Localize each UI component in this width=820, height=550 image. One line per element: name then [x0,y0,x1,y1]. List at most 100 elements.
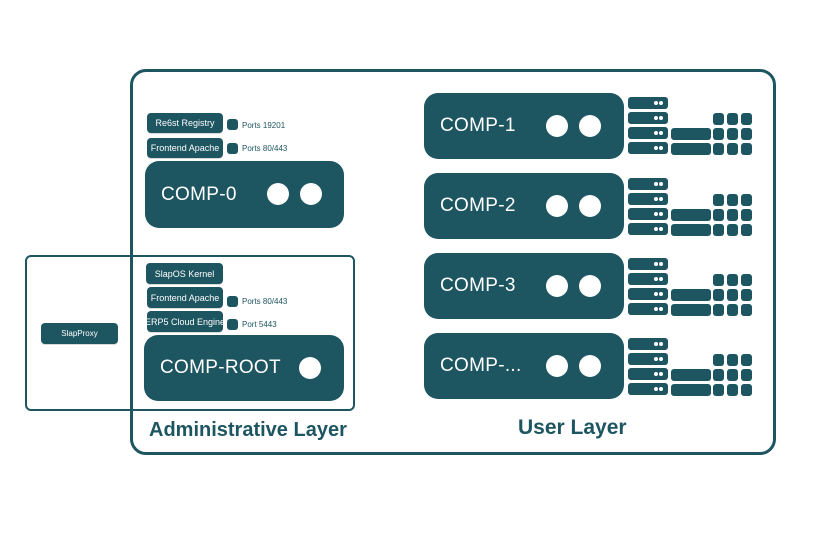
main-frame [130,69,776,455]
rack-cell [713,209,724,221]
rack-cell [741,289,752,301]
rack-cell [727,143,738,155]
rack-cell [727,304,738,316]
indicator-icon [579,275,601,297]
rack-cell [727,384,738,396]
indicator-icon [546,115,568,137]
rack-bar [671,209,711,221]
rack-cell [741,224,752,236]
comp-1-node: COMP-1 [424,93,624,159]
server-unit [628,273,668,285]
rack-cell [727,274,738,286]
rack-bar [671,128,711,140]
service-frontend-apache: Frontend Apache [147,138,223,158]
indicator-icon [546,275,568,297]
rack-bar [671,384,711,396]
service-label: Re6st Registry [155,118,215,128]
server-unit [628,142,668,154]
comp-3-node: COMP-3 [424,253,624,319]
server-unit [628,223,668,235]
comp-label: COMP-1 [440,115,516,136]
rack-cell [713,113,724,125]
rack-cell [741,113,752,125]
port-label: Ports 80/443 [242,144,288,153]
comp-0-node: COMP-0 [145,161,344,228]
rack-cell [727,289,738,301]
rack-cell [727,113,738,125]
service-re6st-registry: Re6st Registry [147,113,223,133]
slapproxy-box: SlapProxy [41,323,118,344]
server-unit [628,353,668,365]
rack-cell [713,224,724,236]
rack-bar [671,304,711,316]
service-slapos-kernel: SlapOS Kernel [146,263,223,284]
rack-bar [671,369,711,381]
rack-cell [713,304,724,316]
indicator-icon [579,115,601,137]
rack-bar [671,289,711,301]
indicator-icon [579,355,601,377]
rack-cell [727,369,738,381]
server-unit [628,178,668,190]
service-frontend-apache-root: Frontend Apache [147,287,223,308]
rack-bar [671,143,711,155]
status-dot-icon [227,143,238,154]
rack-cell [727,354,738,366]
user-layer-label: User Layer [518,416,627,439]
administrative-layer-label: Administrative Layer [149,419,347,441]
rack-cell [741,354,752,366]
rack-cell [713,274,724,286]
rack-cell [713,369,724,381]
server-rack-icon [628,338,754,398]
rack-cell [741,128,752,140]
rack-cell [741,143,752,155]
slapproxy-frame [25,255,355,411]
comp-n-node: COMP-... [424,333,624,399]
server-unit [628,303,668,315]
server-rack-icon [628,178,754,238]
rack-cell [727,194,738,206]
rack-cell [741,369,752,381]
slapproxy-label: SlapProxy [61,329,98,338]
server-unit [628,288,668,300]
rack-cell [741,274,752,286]
server-unit [628,258,668,270]
rack-cell [727,209,738,221]
rack-cell [727,224,738,236]
service-label: Frontend Apache [150,143,220,153]
server-unit [628,383,668,395]
indicator-icon [267,183,289,205]
rack-cell [741,209,752,221]
server-unit [628,208,668,220]
rack-cell [713,354,724,366]
port-label: Port 5443 [242,320,277,329]
rack-cell [713,143,724,155]
rack-cell [741,304,752,316]
comp-2-node: COMP-2 [424,173,624,239]
rack-bar [671,224,711,236]
rack-cell [741,194,752,206]
service-label: SlapOS Kernel [154,268,215,279]
server-unit [628,112,668,124]
status-dot-icon [227,119,238,130]
server-unit [628,193,668,205]
server-unit [628,368,668,380]
service-label: Frontend Apache [150,292,220,303]
indicator-icon [300,183,322,205]
comp-label: COMP-3 [440,275,516,296]
service-erp5-cloud-engine: ERP5 Cloud Engine [144,311,226,332]
server-rack-icon [628,258,754,318]
port-label: Ports 19201 [242,121,286,130]
rack-cell [713,194,724,206]
indicator-icon [546,355,568,377]
rack-cell [713,289,724,301]
comp-label: COMP-2 [440,195,516,216]
indicator-icon [299,357,321,379]
server-unit [628,338,668,350]
server-unit [628,97,668,109]
port-label: Ports 80/443 [242,297,288,306]
comp-label: COMP-... [440,355,522,376]
server-unit [628,127,668,139]
service-label: ERP5 Cloud Engine [144,316,226,327]
comp-root-node: COMP-ROOT [144,335,344,401]
